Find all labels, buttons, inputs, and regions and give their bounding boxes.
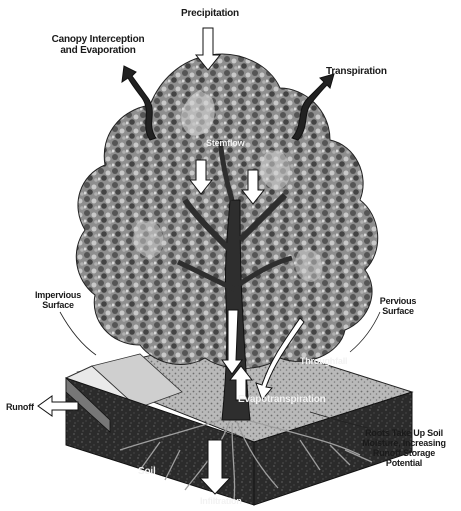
label-runoff: Runoff (6, 402, 34, 412)
label-infiltration: Infiltration (200, 496, 242, 506)
label-roots-line1: Roots Take Up Soil (352, 428, 456, 438)
label-pervious-line1: Pervious (370, 296, 426, 306)
label-roots: Roots Take Up Soil Moisture, Increasing … (352, 428, 456, 468)
label-roots-line4: Potential (352, 458, 456, 468)
label-canopy-interception: Canopy Interception and Evaporation (48, 34, 148, 56)
label-impervious-surface: Impervious Surface (28, 290, 88, 310)
label-impervious-line1: Impervious (28, 290, 88, 300)
label-transpiration: Transpiration (326, 66, 387, 77)
label-pervious-line2: Surface (370, 306, 426, 316)
label-soil: Soil (138, 466, 156, 477)
label-pervious-surface: Pervious Surface (370, 296, 426, 316)
label-evapotranspiration: Evapotranspiration (238, 394, 326, 405)
label-impervious-line2: Surface (28, 300, 88, 310)
label-precipitation: Precipitation (181, 8, 239, 19)
label-roots-line3: Runoff Storage (352, 448, 456, 458)
label-throughfall: Throughfall (300, 356, 347, 366)
label-canopy-interception-line2: and Evaporation (48, 45, 148, 56)
label-stemflow: Stemflow (206, 138, 244, 148)
label-canopy-interception-line1: Canopy Interception (48, 34, 148, 45)
label-roots-line2: Moisture, Increasing (352, 438, 456, 448)
